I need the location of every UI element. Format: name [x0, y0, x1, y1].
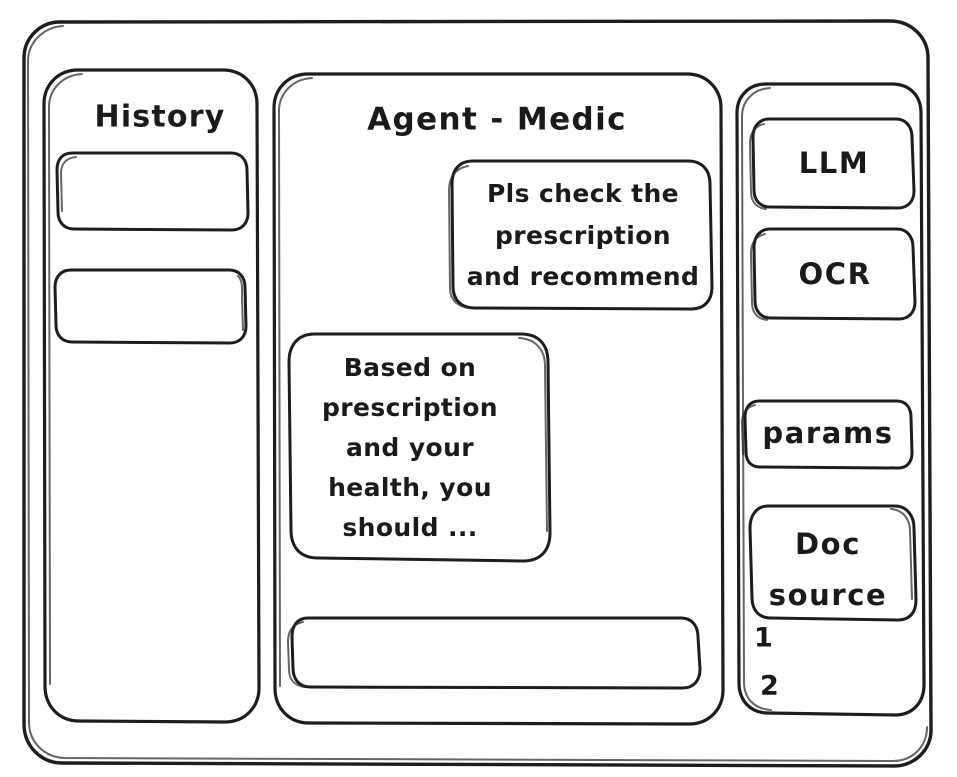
doc-source-entry-1-label: 1 [754, 623, 773, 654]
doc-source-entry-2-label: 2 [760, 671, 779, 702]
message-line: prescription [322, 393, 498, 422]
message-bubble-assistant: Based on prescription and your health, y… [287, 332, 552, 563]
params-label: params [762, 416, 893, 450]
message-bubble-user: Pls check the prescription and recommend [448, 159, 714, 311]
message-line: Pls check the [487, 179, 679, 208]
tool-ocr-label: OCR [798, 257, 871, 291]
message-line: prescription [495, 221, 671, 250]
params-button[interactable]: params [741, 399, 914, 470]
app-window-frame [22, 19, 933, 768]
tool-ocr-button[interactable]: OCR [750, 227, 917, 321]
doc-source-entry-1[interactable]: 1 [754, 623, 773, 654]
message-line: and recommend [467, 262, 700, 291]
tools-sidebar: LLM OCR params Doc source 1 2 [735, 82, 926, 717]
message-line: and your [346, 433, 474, 462]
history-title: History [95, 100, 226, 135]
doc-source-line: source [769, 578, 888, 612]
message-line: should ... [342, 513, 477, 542]
message-line: Based on [344, 353, 477, 382]
history-item-1[interactable] [55, 151, 250, 232]
message-line: health, you [328, 473, 492, 502]
agent-main-panel: Agent - Medic Pls check the prescription… [272, 72, 725, 726]
tool-llm-button[interactable]: LLM [749, 117, 916, 210]
doc-source-line: Doc [795, 527, 861, 561]
page-title: Agent - Medic [367, 102, 627, 138]
message-input[interactable] [287, 616, 702, 690]
tool-llm-label: LLM [799, 146, 870, 180]
doc-source-entry-2[interactable]: 2 [760, 671, 779, 702]
history-item-2[interactable] [53, 268, 248, 345]
doc-source-button[interactable]: Doc source [748, 504, 918, 622]
history-sidebar: History [42, 68, 261, 724]
